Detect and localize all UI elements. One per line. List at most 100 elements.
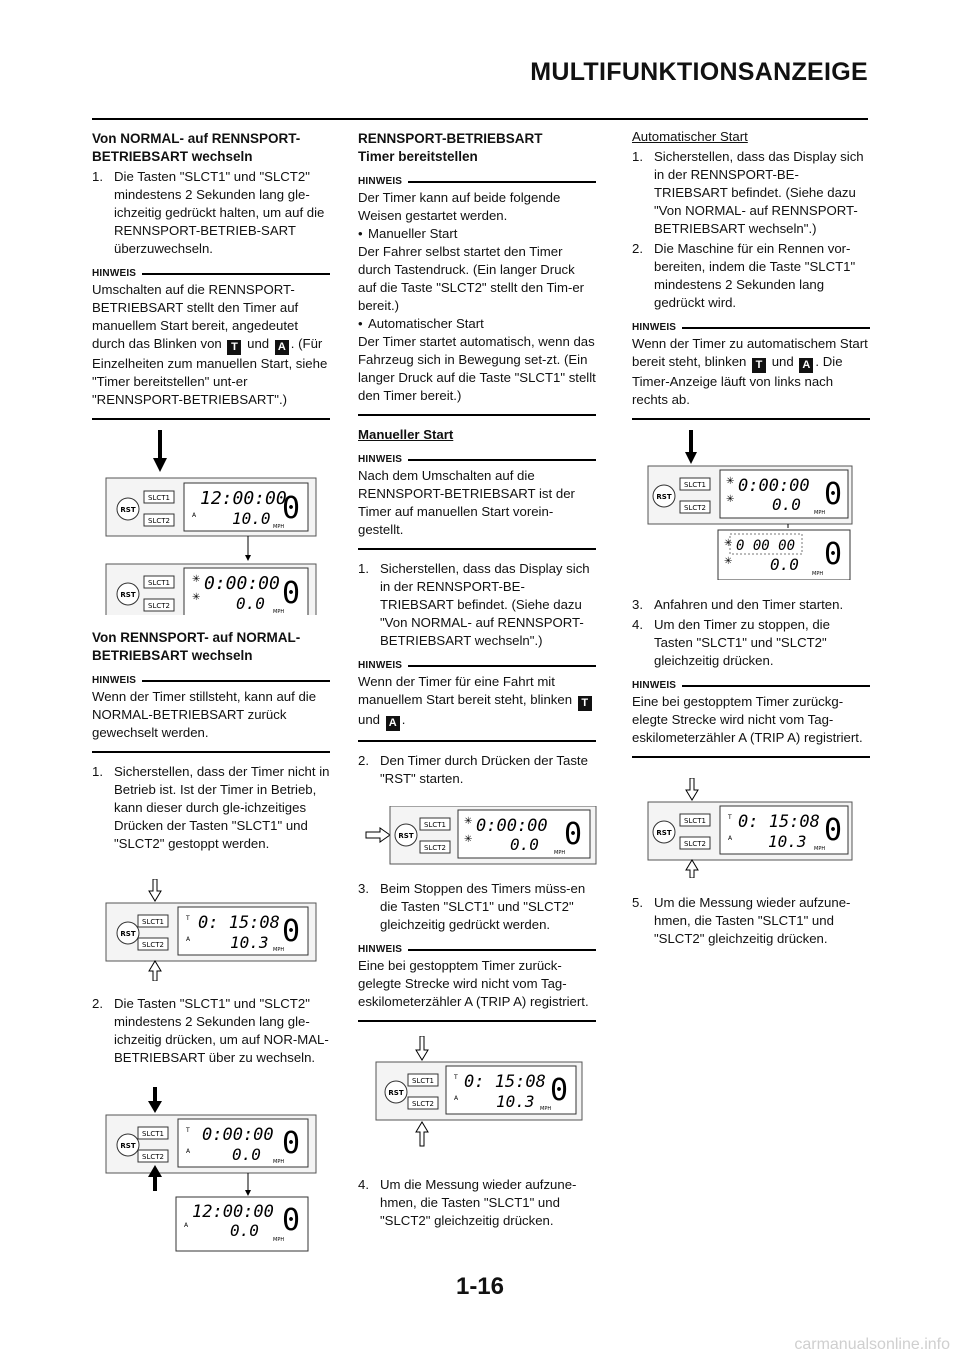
svg-text:SLCT1: SLCT1: [684, 481, 706, 489]
timer-t-icon: T: [752, 358, 767, 373]
column-3: Automatischer Start 1.Sicherstellen, das…: [632, 128, 870, 948]
svg-text:A: A: [454, 1095, 459, 1102]
display-panel: RST SLCT1 SLCT2 ✳ ✳ 0:00:00 0.0 0 MPH: [105, 563, 317, 615]
figure-display-normal: RST SLCT1 SLCT2 T A 0:00:00 0.0 0 MPH A …: [92, 1087, 330, 1265]
svg-text:SLCT1: SLCT1: [148, 494, 170, 502]
svg-text:SLCT1: SLCT1: [424, 821, 446, 829]
svg-text:RST: RST: [388, 1089, 403, 1097]
svg-text:0.0: 0.0: [232, 1145, 261, 1164]
svg-text:10.3: 10.3: [230, 933, 269, 952]
note: HINWEIS Eine bei gestopptem Timer zurück…: [632, 680, 870, 758]
header-rule: [92, 118, 868, 120]
press-arrow-icon: [685, 859, 699, 878]
figure-manual-stop: RST SLCT1 SLCT2 T A 0: 15:08 10.3 0 MPH: [358, 1036, 596, 1160]
svg-text:12:00:00: 12:00:00: [200, 488, 287, 509]
svg-text:RST: RST: [656, 493, 671, 501]
svg-text:0:00:00: 0:00:00: [204, 573, 280, 594]
section-subheading: Automatischer Start: [632, 129, 748, 144]
svg-text:0: 0: [824, 537, 842, 572]
step-1: 1.Sicherstellen, dass der Timer nicht in…: [92, 764, 330, 851]
step-4: 4.Um den Timer zu stoppen, die Tasten "S…: [632, 617, 830, 668]
svg-text:RST: RST: [120, 930, 135, 938]
svg-text:MPH: MPH: [540, 1106, 551, 1112]
svg-text:SLCT2: SLCT2: [148, 602, 170, 610]
figure-display-switch-race: RST SLCT1 SLCT2 12:00:00 A 10.0 0 MPH RS…: [92, 430, 330, 615]
press-arrow-icon: [415, 1036, 429, 1061]
timer-t-icon: T: [227, 340, 242, 355]
note: HINWEIS Der Timer kann auf beide folgend…: [358, 176, 596, 416]
svg-text:0 00 00: 0 00 00: [736, 538, 795, 554]
svg-text:0: 0: [282, 576, 300, 611]
svg-text:SLCT2: SLCT2: [424, 844, 446, 852]
blink-icon: ✳: [724, 556, 732, 567]
svg-text:0:00:00: 0:00:00: [202, 1125, 274, 1145]
press-arrow-icon: [365, 827, 391, 843]
svg-text:A: A: [192, 512, 197, 519]
page-title: MULTIFUNKTIONSANZEIGE: [530, 58, 868, 86]
press-arrow-icon: [415, 1121, 429, 1147]
step-1: 1.Sicherstellen, dass das Display sich i…: [358, 561, 590, 648]
blink-icon: ✳: [192, 592, 200, 603]
svg-text:12:00:00: 12:00:00: [192, 1202, 274, 1222]
svg-text:SLCT1: SLCT1: [412, 1077, 434, 1085]
press-arrow-icon: [685, 430, 697, 464]
figure-auto-stop: RST SLCT1 SLCT2 T A 0: 15:08 10.3 0 MPH: [632, 778, 870, 878]
note: HINWEIS Wenn der Timer stillsteht, kann …: [92, 675, 330, 753]
svg-text:MPH: MPH: [273, 524, 284, 530]
display-panel: ✳ ✳ 0 00 00 0.0 0 MPH: [717, 529, 851, 580]
display-panel: RST SLCT1 SLCT2 T A 0:00:00 0.0 0 MPH: [105, 1114, 317, 1174]
svg-text:A: A: [186, 1148, 191, 1155]
column-1: Von NORMAL- auf RENNSPORT- BETRIEBSART w…: [92, 128, 330, 1265]
blink-icon: ✳: [726, 494, 734, 505]
section-heading: RENNSPORT-BETRIEBSART Timer bereitstelle…: [358, 131, 543, 164]
note: HINWEIS Nach dem Umschalten auf die RENN…: [358, 454, 596, 550]
display-panel: RST SLCT1 SLCT2 ✳ ✳ 0:00:00 0.0 0 MPH: [647, 465, 853, 525]
note: HINWEIS Umschalten auf die RENNSPORT-BET…: [92, 268, 330, 420]
svg-text:MPH: MPH: [273, 947, 284, 953]
blink-icon: ✳: [464, 816, 472, 827]
svg-text:MPH: MPH: [273, 609, 284, 615]
svg-text:0: 0: [550, 1073, 568, 1108]
svg-text:SLCT2: SLCT2: [684, 504, 706, 512]
press-arrow-icon: [685, 778, 699, 801]
svg-text:0: 0: [282, 1126, 300, 1161]
svg-text:0: 0: [282, 1203, 300, 1238]
section-subheading: Manueller Start: [358, 427, 454, 442]
watermark: carmanualsonline.info: [794, 1336, 950, 1353]
svg-text:A: A: [186, 936, 191, 943]
step-4: 4.Um die Messung wieder aufzune-hmen, di…: [358, 1177, 577, 1228]
svg-text:RST: RST: [656, 829, 671, 837]
display-panel: A 12:00:00 0.0 0 MPH: [175, 1196, 309, 1252]
svg-text:MPH: MPH: [814, 846, 825, 852]
display-panel: RST SLCT1 SLCT2 12:00:00 A 10.0 0 MPH: [105, 477, 317, 537]
svg-text:MPH: MPH: [273, 1237, 284, 1243]
svg-text:0: 0: [824, 813, 842, 848]
timer-t-icon: T: [577, 696, 592, 711]
column-2: RENNSPORT-BETRIEBSART Timer bereitstelle…: [358, 128, 597, 1230]
svg-text:0.0: 0.0: [230, 1221, 259, 1240]
svg-text:0: 15:08: 0: 15:08: [198, 913, 280, 933]
svg-text:T: T: [185, 915, 190, 922]
svg-text:MPH: MPH: [554, 850, 565, 856]
svg-text:SLCT2: SLCT2: [412, 1100, 434, 1108]
display-panel: RST SLCT1 SLCT2 T A 0: 15:08 10.3 0 MPH: [105, 902, 317, 962]
trip-a-icon: A: [274, 340, 289, 355]
svg-text:0: 15:08: 0: 15:08: [464, 1072, 546, 1092]
step-1: 1.Sicherstellen, dass das Display sich i…: [632, 149, 864, 236]
blink-icon: ✳: [726, 476, 734, 487]
svg-text:0: 15:08: 0: 15:08: [738, 812, 820, 832]
svg-text:MPH: MPH: [812, 571, 823, 577]
svg-text:0: 0: [282, 491, 300, 526]
svg-text:T: T: [727, 814, 732, 821]
step-2: 2.Die Maschine für ein Rennen vor-bereit…: [632, 241, 856, 310]
svg-text:SLCT2: SLCT2: [142, 1153, 164, 1161]
note: HINWEIS Wenn der Timer für eine Fahrt mi…: [358, 660, 596, 742]
svg-text:0.0: 0.0: [770, 555, 799, 574]
svg-text:10.0: 10.0: [232, 509, 271, 528]
svg-text:SLCT1: SLCT1: [142, 1130, 164, 1138]
svg-text:0.0: 0.0: [510, 835, 539, 854]
press-arrow-icon: [148, 1087, 162, 1113]
press-arrow-icon: [148, 1165, 162, 1191]
step-5: 5.Um die Messung wieder aufzune-hmen, di…: [632, 895, 851, 946]
trip-a-icon: A: [799, 358, 814, 373]
